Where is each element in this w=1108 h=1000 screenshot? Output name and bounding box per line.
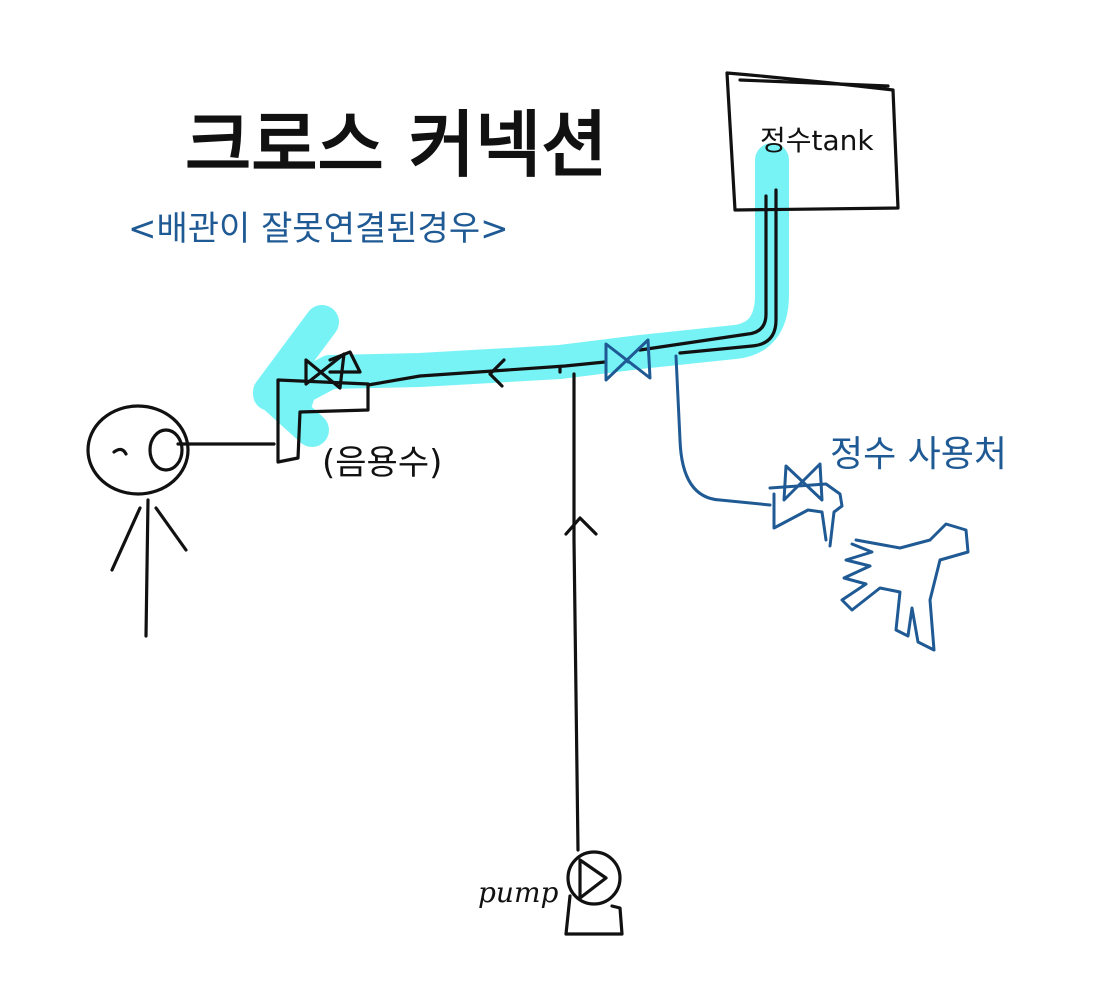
contamination-flow-highlight [253,143,789,447]
person-icon [86,404,190,638]
valve-icon [604,338,652,382]
pump-riser-pipe [572,372,580,852]
faucet-icon [768,462,844,548]
tank-outlet-pipe [638,188,778,355]
drinking-water-label: (음용수) [322,443,442,483]
tank-label: 정수tank [760,124,874,157]
purified-use-label: 정수 사용처 [830,434,1007,475]
drinking-faucet-icon [276,350,370,464]
pump-icon [564,850,624,936]
purified-water-tank: 정수tank [725,71,900,212]
page-title: 크로스 커넥션 [185,103,608,187]
hand-icon [840,522,970,652]
subtitle: <배관이 잘못연결된경우> [128,209,509,249]
pump-label: pump [478,876,559,909]
flow-arrow-up-icon [564,516,598,536]
purified-use-branch-pipe [674,354,772,507]
flow-arrow-icon [488,358,506,388]
